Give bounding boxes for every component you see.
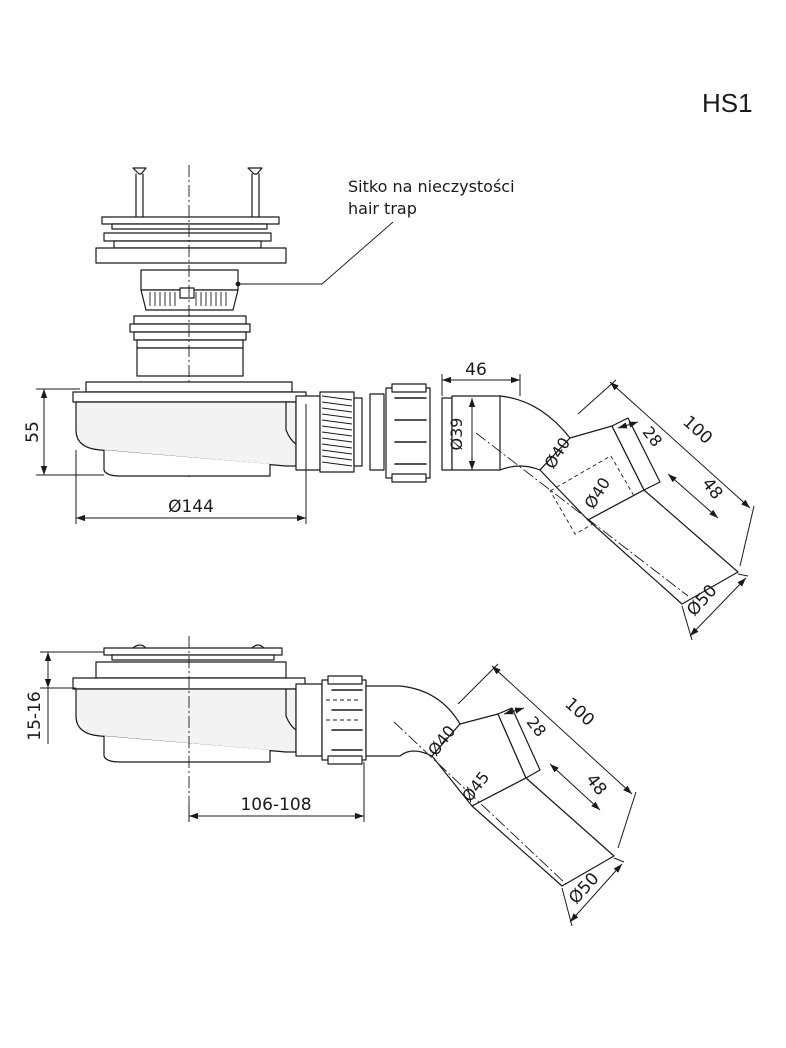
callout-label-en: hair trap	[348, 199, 417, 218]
dim-outlet-length-bottom: 48	[581, 770, 610, 799]
cover-plate	[101, 167, 280, 230]
dim-height-55: 55	[23, 421, 43, 443]
dim-overall-length-bottom: 100	[561, 694, 599, 731]
dim-offset-46: 46	[465, 360, 487, 380]
dim-socket-length-bottom: 28	[523, 713, 551, 741]
callout-leader	[235, 221, 394, 287]
bottom-view-assembly	[72, 636, 615, 887]
callout-label-pl: Sitko na nieczystości	[348, 177, 515, 196]
hair-trap-strainer	[140, 269, 239, 311]
dim-height-15-16: 15-16	[25, 691, 45, 740]
top-view-assembly	[72, 165, 739, 605]
dim-overall-length: 100	[679, 412, 717, 449]
dim-body-diameter: Ø144	[168, 497, 214, 517]
dim-outlet-length: 48	[697, 474, 726, 503]
dim-inlet-diameter: Ø39	[447, 418, 466, 451]
trap-body	[72, 381, 431, 483]
drawing-title: HS1	[702, 88, 753, 118]
dim-center-to-outlet: 106-108	[240, 795, 311, 815]
flange-ring	[95, 232, 287, 264]
insert-nut	[129, 315, 251, 377]
